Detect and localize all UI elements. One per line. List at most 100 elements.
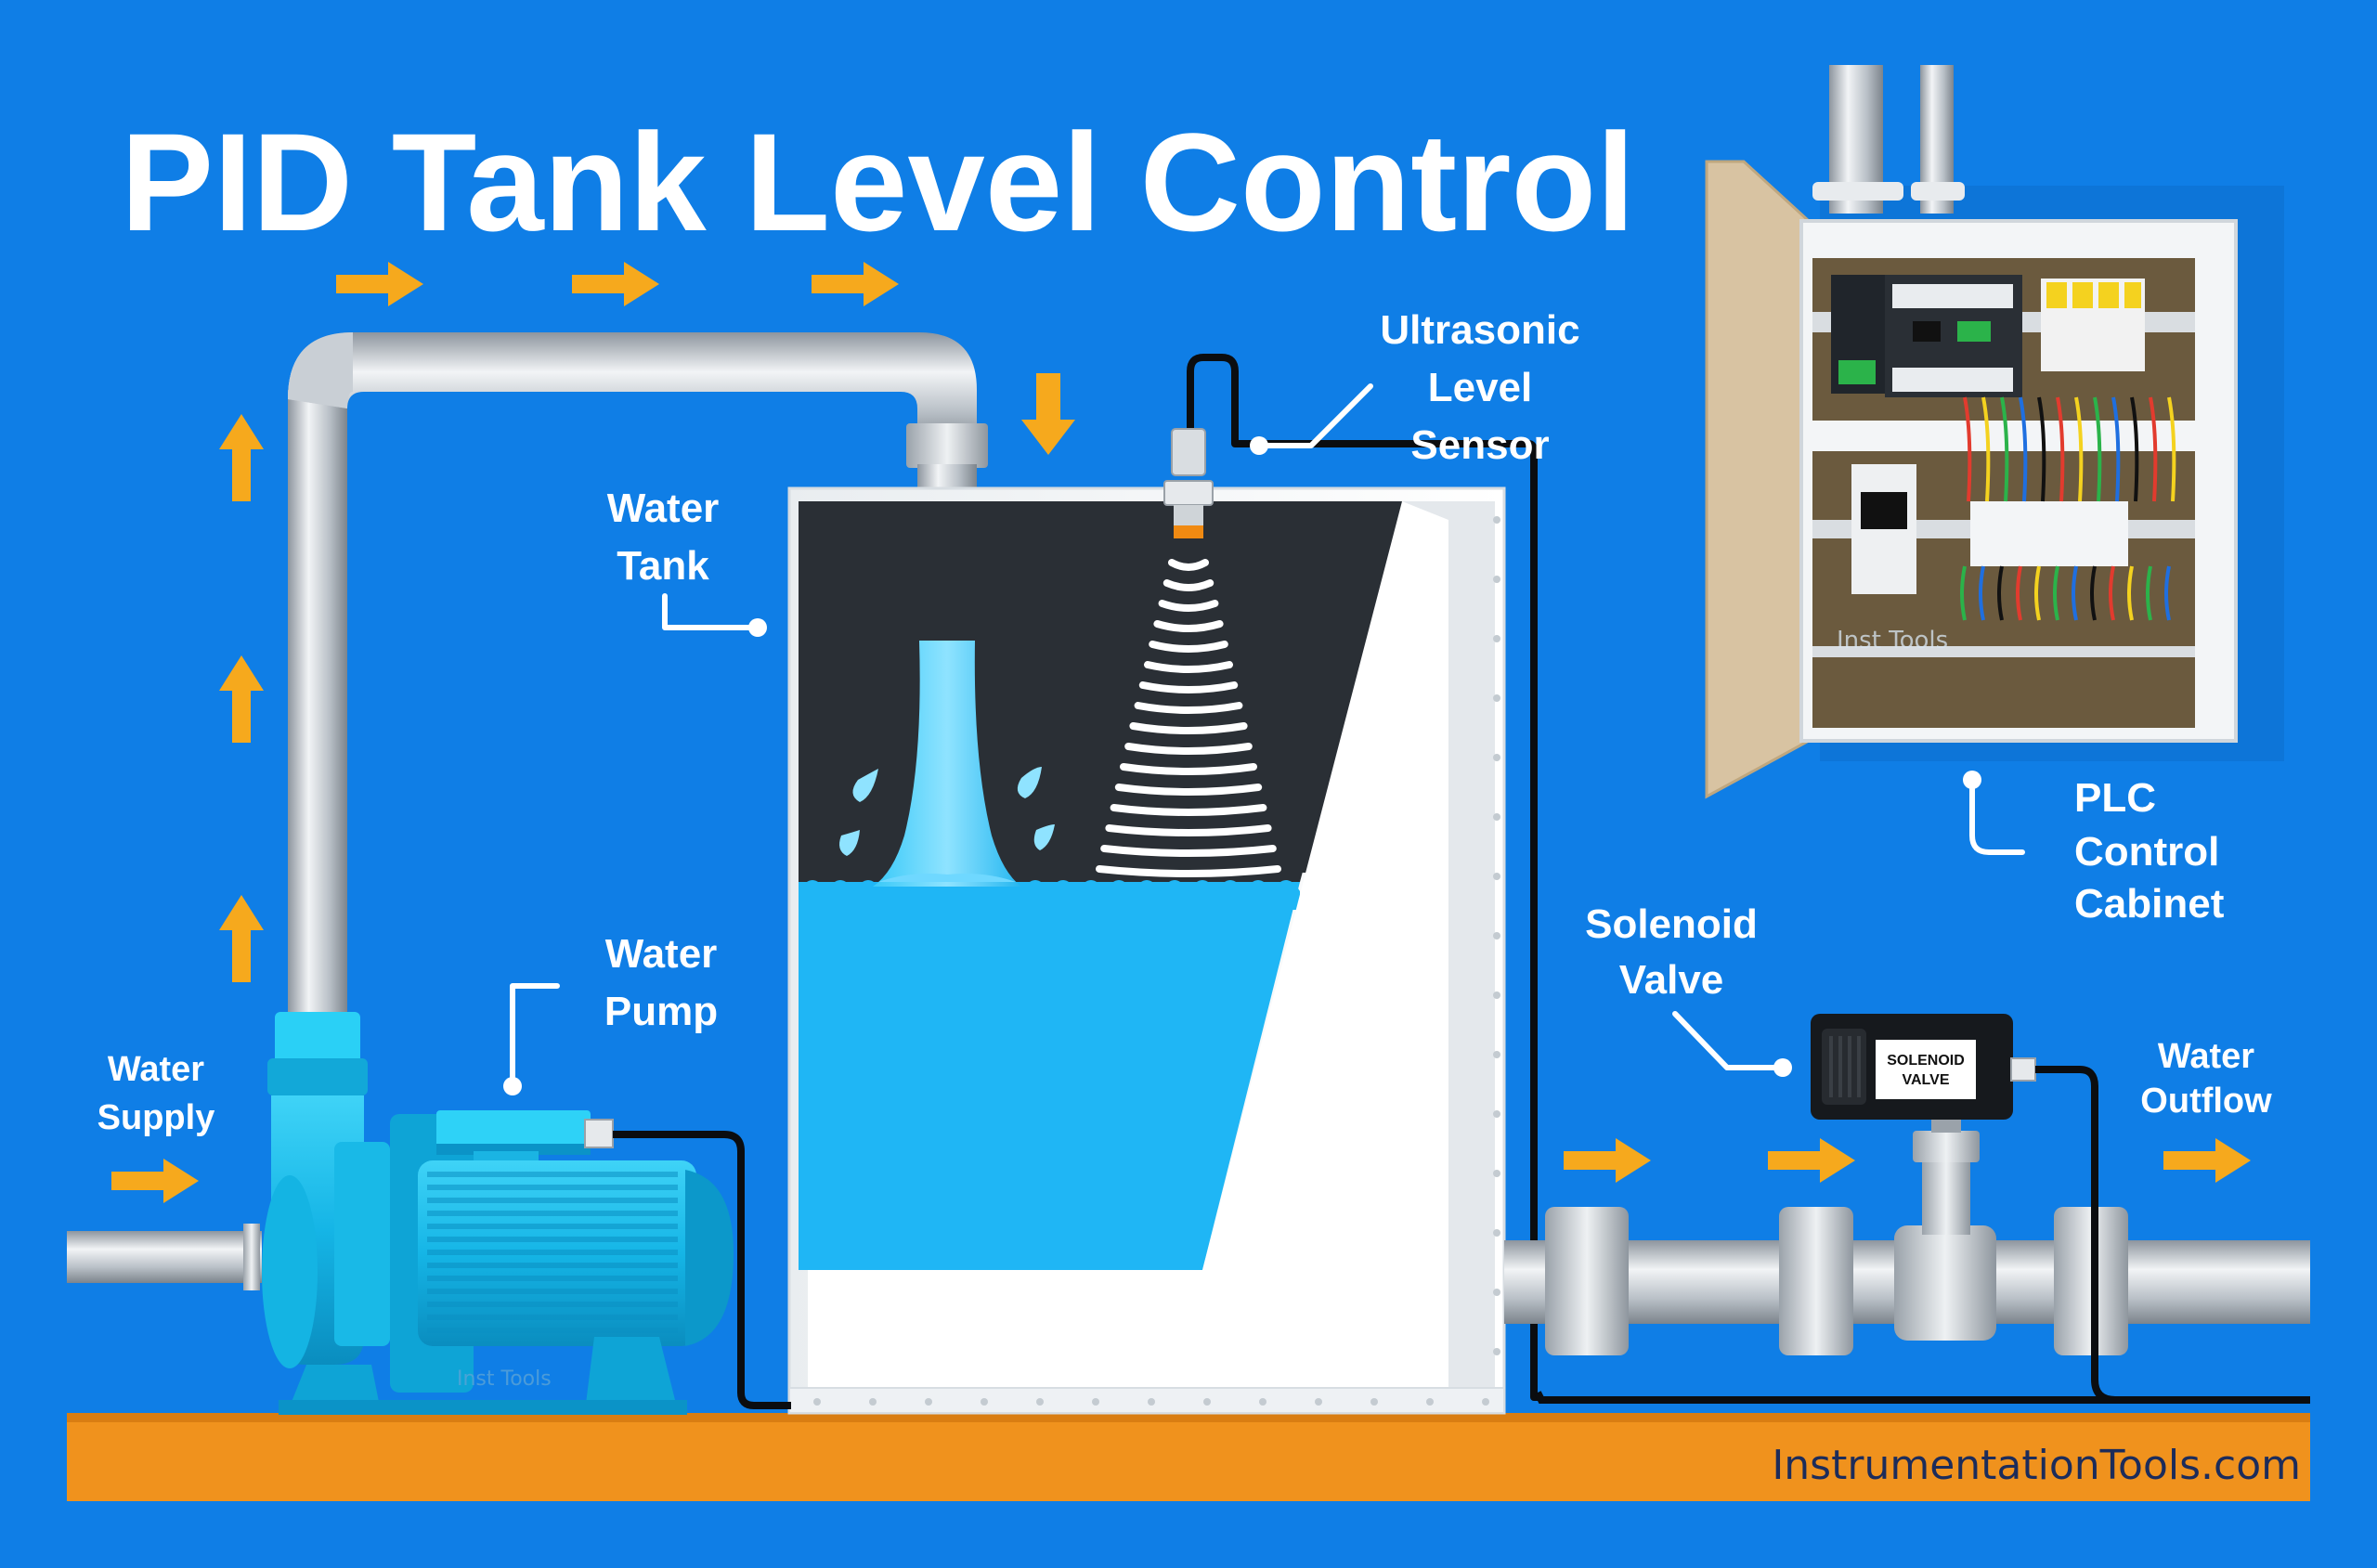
cabinet-wire [2074, 396, 2084, 502]
tank-rivet [1493, 1348, 1500, 1355]
ultrasonic-wave-arc [1120, 763, 1257, 775]
cabinet-wire [2000, 396, 2009, 502]
cabinet-wire [2164, 565, 2171, 621]
ultrasonic-wave-arc [1096, 865, 1281, 877]
label-water-supply: Water Supply [97, 1050, 215, 1137]
label-plc-line-2: Control [2074, 829, 2219, 875]
label-valve-line-2: Valve [1619, 957, 1724, 1003]
flow-arrow-icon [219, 895, 264, 982]
ultrasonic-wave-arc [1129, 722, 1248, 734]
pump-fin [427, 1211, 678, 1216]
cabinet-wire [2149, 396, 2158, 502]
water-surface-wave [799, 880, 1300, 910]
cabinet-wire [1963, 396, 1972, 502]
water-pump: Inst Tools [67, 1012, 791, 1415]
label-valve-line-1: Solenoid [1585, 901, 1758, 947]
label-pump-line-1: Water [605, 931, 718, 977]
cabinet-wire [2072, 565, 2078, 621]
cabinet-wire [2019, 396, 2028, 502]
splash-drop-icon [839, 767, 1055, 856]
valve-plate-line-1: SOLENOID [1887, 1053, 1965, 1069]
cabinet-wire [2167, 396, 2176, 502]
ultrasonic-wave-arc [1124, 743, 1253, 755]
pump-fin [427, 1315, 678, 1320]
page-title: PID Tank Level Control [121, 104, 1635, 260]
tank-rivet [925, 1398, 932, 1406]
ultrasonic-wave-arc [1153, 620, 1224, 632]
solenoid-valve: SOLENOID VALVE [1534, 1014, 2310, 1404]
tank-rivet [1370, 1398, 1378, 1406]
flow-arrow-icon [1768, 1138, 1855, 1183]
flow-arrows [111, 262, 2251, 1203]
label-water-tank: Water Tank [607, 486, 720, 589]
pump-fin [427, 1198, 678, 1203]
valve-plate-line-2: VALVE [1903, 1072, 1950, 1088]
label-ultrasonic-line-3: Sensor [1410, 422, 1549, 468]
tank-rivet [1493, 576, 1500, 583]
label-supply-line-2: Supply [97, 1098, 215, 1137]
ultrasonic-wave-arc [1144, 661, 1233, 673]
tank-rivet [1493, 1051, 1500, 1058]
cabinet-wire [2056, 396, 2065, 502]
tank-rivet [1493, 1170, 1500, 1177]
flow-arrow-icon [812, 262, 899, 306]
cabinet-wire [1960, 565, 1967, 621]
cabinet-wire [2034, 565, 2041, 621]
cabinet-wire [2146, 565, 2152, 621]
label-plc-line-1: PLC [2074, 775, 2156, 821]
label-water-pump: Water Pump [604, 931, 718, 1034]
tank-rivet [1493, 813, 1500, 821]
tank-rivet [1493, 1229, 1500, 1237]
tank-rivet [1148, 1398, 1155, 1406]
cabinet-wire [1997, 565, 2004, 621]
pump-fin [427, 1289, 678, 1294]
pump-fin [427, 1276, 678, 1281]
ultrasonic-wave-arc [1149, 641, 1228, 653]
outflow-pipe [1504, 1207, 2310, 1355]
cabinet-wiring [1960, 396, 2176, 621]
tank-rivet [1092, 1398, 1099, 1406]
ultrasonic-wave-arc [1158, 600, 1219, 612]
label-outflow-line-1: Water [2158, 1037, 2254, 1076]
pump-fin [427, 1328, 678, 1333]
pump-fin [427, 1185, 678, 1190]
label-supply-line-1: Water [108, 1050, 204, 1089]
ultrasonic-wave-arc [1134, 702, 1243, 714]
tank-rivets [813, 516, 1500, 1406]
ultrasonic-wave-arc [1163, 579, 1214, 591]
tank-rivet [1493, 516, 1500, 524]
pump-fin [427, 1302, 678, 1307]
tank-rivet [1315, 1398, 1322, 1406]
tank-rivet [813, 1398, 821, 1406]
label-outflow-line-2: Outflow [2140, 1082, 2272, 1121]
ultrasonic-wave-icon [1096, 559, 1281, 877]
cabinet-wire [2090, 565, 2097, 621]
cabinet-wire [2093, 396, 2102, 502]
ultrasonic-wave-arc [1138, 681, 1239, 693]
tank-rivet [1493, 754, 1500, 761]
cabinet-wire [2037, 396, 2046, 502]
label-solenoid-valve: Solenoid Valve [1585, 901, 1758, 1003]
cabinet-wire [2111, 396, 2121, 502]
ultrasonic-wave-arc [1100, 845, 1277, 857]
tank-rivet [1482, 1398, 1489, 1406]
cabinet-wire [2127, 565, 2134, 621]
tank-rivet [1493, 991, 1500, 999]
ground-edge [67, 1413, 2310, 1422]
tank-rivet [1203, 1398, 1211, 1406]
label-plc-line-3: Cabinet [2074, 881, 2225, 927]
tank-water [799, 882, 1300, 1270]
cabinet-wire [1979, 565, 1985, 621]
flow-arrow-icon [111, 1159, 199, 1203]
ultrasonic-wave-arc [1105, 824, 1272, 836]
label-water-outflow: Water Outflow [2140, 1037, 2272, 1121]
tank-rivet [869, 1398, 877, 1406]
pump-fin [427, 1250, 678, 1255]
cabinet-wire [2016, 565, 2022, 621]
label-ultrasonic-level-sensor: Ultrasonic Level Sensor [1380, 307, 1579, 468]
flow-arrow-icon [1021, 373, 1075, 455]
cabinet-wire [2130, 396, 2139, 502]
pump-fin [427, 1263, 678, 1268]
label-tank-line-2: Tank [617, 543, 709, 589]
